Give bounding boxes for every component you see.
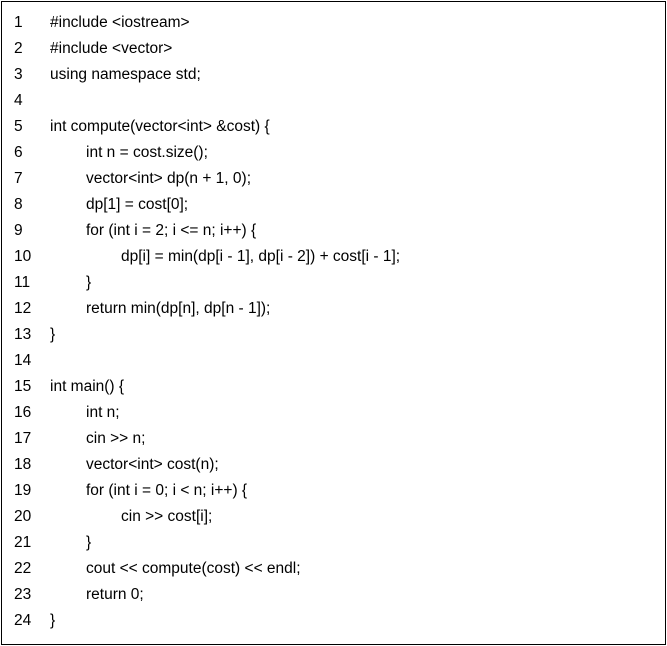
code-text: int n; bbox=[86, 404, 120, 421]
code-line: 16 int n; bbox=[2, 400, 665, 426]
code-line: 7 vector<int> dp(n + 1, 0); bbox=[2, 166, 665, 192]
code-text: cout << compute(cost) << endl; bbox=[86, 560, 301, 577]
line-number: 4 bbox=[14, 92, 23, 109]
line-number: 7 bbox=[14, 170, 23, 187]
code-line: 24} bbox=[2, 608, 665, 634]
code-line: 4 bbox=[2, 88, 665, 114]
line-number: 19 bbox=[14, 482, 32, 499]
code-text: } bbox=[50, 612, 56, 629]
code-text: } bbox=[50, 326, 56, 343]
line-number: 16 bbox=[14, 404, 32, 421]
code-line: 1 #include <iostream> bbox=[2, 10, 665, 36]
code-text: int n = cost.size(); bbox=[86, 144, 208, 161]
code-line: 13} bbox=[2, 322, 665, 348]
code-line: 11} bbox=[2, 270, 665, 296]
line-number: 18 bbox=[14, 456, 32, 473]
line-number: 2 bbox=[14, 40, 23, 57]
line-number: 14 bbox=[14, 352, 32, 369]
code-line: 8 dp[1] = cost[0]; bbox=[2, 192, 665, 218]
code-listing: 1#include <iostream> 2#include <vector> … bbox=[2, 10, 665, 634]
code-text: #include <vector> bbox=[50, 40, 173, 57]
code-text: return min(dp[n], dp[n - 1]); bbox=[86, 300, 271, 317]
code-line: 22 cout << compute(cost) << endl; bbox=[2, 556, 665, 582]
code-text: return 0; bbox=[86, 586, 144, 603]
line-number: 3 bbox=[14, 66, 23, 83]
code-line: 12 return min(dp[n], dp[n - 1]); bbox=[2, 296, 665, 322]
code-line: 2 #include <vector> bbox=[2, 36, 665, 62]
line-number: 11 bbox=[14, 274, 31, 291]
code-text: dp[i] = min(dp[i - 1], dp[i - 2]) + cost… bbox=[121, 248, 401, 265]
line-number: 9 bbox=[14, 222, 23, 239]
code-text: for (int i = 0; i < n; i++) { bbox=[86, 482, 248, 499]
line-number: 15 bbox=[14, 378, 32, 395]
code-line: 14 bbox=[2, 348, 665, 374]
line-number: 20 bbox=[14, 508, 32, 525]
code-text: } bbox=[86, 534, 92, 551]
code-text: #include <iostream> bbox=[50, 14, 190, 31]
code-line: 17 cin >> n; bbox=[2, 426, 665, 452]
code-line: 21} bbox=[2, 530, 665, 556]
line-number: 8 bbox=[14, 196, 23, 213]
line-number: 6 bbox=[14, 144, 23, 161]
code-line: 15 int main() { bbox=[2, 374, 665, 400]
line-number: 13 bbox=[14, 326, 32, 343]
code-line: 5 int compute(vector<int> &cost) { bbox=[2, 114, 665, 140]
line-number: 23 bbox=[14, 586, 32, 603]
code-text: vector<int> cost(n); bbox=[86, 456, 219, 473]
code-text: int compute(vector<int> &cost) { bbox=[50, 118, 270, 135]
code-line: 6 int n = cost.size(); bbox=[2, 140, 665, 166]
line-number: 22 bbox=[14, 560, 32, 577]
code-text: cin >> cost[i]; bbox=[121, 508, 213, 525]
line-number: 24 bbox=[14, 612, 32, 629]
code-line: 20 cin >> cost[i]; bbox=[2, 504, 665, 530]
line-number: 21 bbox=[14, 534, 32, 551]
code-line: 9 for (int i = 2; i <= n; i++) { bbox=[2, 218, 665, 244]
line-number: 12 bbox=[14, 300, 32, 317]
line-number: 5 bbox=[14, 118, 23, 135]
code-text: dp[1] = cost[0]; bbox=[86, 196, 189, 213]
code-text: vector<int> dp(n + 1, 0); bbox=[86, 170, 251, 187]
line-number: 10 bbox=[14, 248, 32, 265]
code-text: cin >> n; bbox=[86, 430, 146, 447]
code-line: 10 dp[i] = min(dp[i - 1], dp[i - 2]) + co… bbox=[2, 244, 665, 270]
code-line: 18 vector<int> cost(n); bbox=[2, 452, 665, 478]
code-text: } bbox=[86, 274, 92, 291]
line-number: 1 bbox=[14, 14, 23, 31]
code-text: int main() { bbox=[50, 378, 125, 395]
line-number: 17 bbox=[14, 430, 32, 447]
code-line: 3 using namespace std; bbox=[2, 62, 665, 88]
code-text: for (int i = 2; i <= n; i++) { bbox=[86, 222, 257, 239]
code-text: using namespace std; bbox=[50, 66, 201, 83]
code-line: 19 for (int i = 0; i < n; i++) { bbox=[2, 478, 665, 504]
code-line: 23 return 0; bbox=[2, 582, 665, 608]
